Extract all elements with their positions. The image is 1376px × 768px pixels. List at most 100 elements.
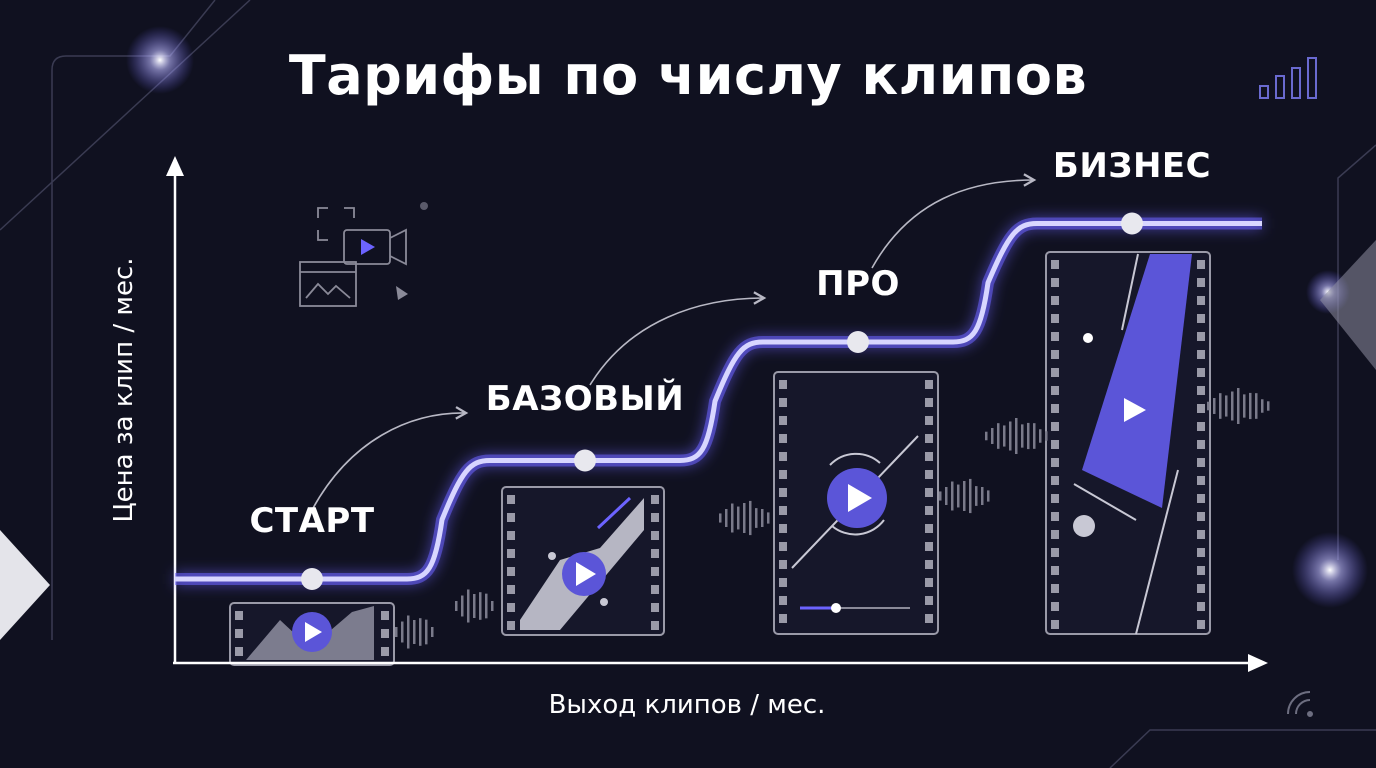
film-strip-hole <box>1197 296 1205 305</box>
film-strip-hole <box>779 506 787 515</box>
media-icons <box>299 202 428 307</box>
play-icon <box>1124 398 1146 422</box>
film-strip-hole <box>925 560 933 569</box>
film-strip-hole <box>1051 620 1059 629</box>
film-strip-hole <box>925 578 933 587</box>
film-strip-hole <box>1051 458 1059 467</box>
film-strip-hole <box>651 531 659 540</box>
film-strip-hole <box>779 470 787 479</box>
film-strip-hole <box>925 434 933 443</box>
tier-label-1: СТАРТ <box>249 501 375 541</box>
film-strip-hole <box>925 542 933 551</box>
film-strip-hole <box>1051 350 1059 359</box>
tier-visual-start <box>229 602 395 666</box>
film-strip-hole <box>1197 548 1205 557</box>
film-strip-hole <box>235 629 243 638</box>
film-strip-hole <box>651 513 659 522</box>
light-flare <box>126 26 194 94</box>
tier-visual-pro <box>773 371 939 635</box>
film-strip-hole <box>1051 422 1059 431</box>
arrow-pro-business <box>871 173 1037 269</box>
tier-label-3: ПРО <box>816 264 900 304</box>
play-icon <box>848 484 872 512</box>
film-strip-hole <box>925 524 933 533</box>
film-strip-hole <box>507 531 515 540</box>
film-strip-hole <box>779 596 787 605</box>
film-strip-hole <box>1197 314 1205 323</box>
film-strip-hole <box>1197 584 1205 593</box>
film-strip-hole <box>381 647 389 656</box>
image-icon <box>299 261 357 307</box>
film-strip-hole <box>779 524 787 533</box>
film-strip-hole <box>1197 620 1205 629</box>
film-strip-hole <box>1197 260 1205 269</box>
film-strip-hole <box>1197 602 1205 611</box>
film-strip-hole <box>1051 332 1059 341</box>
film-strip-hole <box>1051 476 1059 485</box>
film-strip-hole <box>1197 566 1205 575</box>
film-strip-hole <box>1197 494 1205 503</box>
data-point-3 <box>847 331 869 353</box>
film-strip-hole <box>507 549 515 558</box>
film-strip-hole <box>779 560 787 569</box>
camera-icon <box>343 228 407 266</box>
film-strip-hole <box>381 611 389 620</box>
play-icon <box>305 622 322 642</box>
film-strip-hole <box>1197 278 1205 287</box>
film-strip-hole <box>1051 584 1059 593</box>
film-strip-hole <box>1051 548 1059 557</box>
corner-shape <box>0 530 50 640</box>
film-strip-hole <box>1051 530 1059 539</box>
film-strip-hole <box>1051 368 1059 377</box>
film-strip-hole <box>1051 314 1059 323</box>
film-strip-hole <box>507 621 515 630</box>
film-strip-hole <box>1197 404 1205 413</box>
tier-visual-business <box>1045 251 1211 635</box>
x-axis-arrow <box>1248 654 1268 672</box>
price-step-line <box>175 221 1262 582</box>
film-strip-hole <box>651 621 659 630</box>
film-strip-hole <box>925 380 933 389</box>
film-strip-hole <box>1051 296 1059 305</box>
film-strip-hole <box>779 488 787 497</box>
film-strip-hole <box>507 603 515 612</box>
y-axis-arrow <box>166 156 184 176</box>
film-strip-hole <box>507 513 515 522</box>
film-strip-hole <box>1197 386 1205 395</box>
signal-icon <box>1287 691 1313 717</box>
film-strip-hole <box>925 506 933 515</box>
film-strip-hole <box>651 585 659 594</box>
film-strip-hole <box>235 647 243 656</box>
film-strip-hole <box>1051 602 1059 611</box>
film-strip-hole <box>1051 440 1059 449</box>
film-strip-hole <box>925 416 933 425</box>
film-strip-hole <box>1197 440 1205 449</box>
film-strip-hole <box>381 629 389 638</box>
bar-chart-icon <box>1259 57 1317 99</box>
film-strip-hole <box>651 549 659 558</box>
x-axis-label: Выход клипов / мес. <box>548 690 826 720</box>
film-strip-hole <box>925 398 933 407</box>
film-strip-hole <box>651 495 659 504</box>
page-title: Тарифы по числу клипов <box>288 44 1088 107</box>
play-icon <box>576 562 596 586</box>
film-strip-hole <box>779 578 787 587</box>
film-strip-hole <box>1051 404 1059 413</box>
transition-arrows <box>311 173 1037 511</box>
film-strip-hole <box>925 614 933 623</box>
film-strip-hole <box>507 585 515 594</box>
corner-shape <box>1320 240 1376 370</box>
film-strip-hole <box>779 452 787 461</box>
data-point-2 <box>574 449 596 472</box>
film-strip-hole <box>779 380 787 389</box>
film-strip-hole <box>1197 368 1205 377</box>
film-strip-hole <box>1197 476 1205 485</box>
film-strip-hole <box>925 452 933 461</box>
film-strip-hole <box>925 596 933 605</box>
film-strip-hole <box>1197 512 1205 521</box>
film-strip-hole <box>1051 512 1059 521</box>
data-point-1 <box>301 568 323 590</box>
film-strip-hole <box>1197 530 1205 539</box>
tier-label-2: БАЗОВЫЙ <box>485 378 685 419</box>
